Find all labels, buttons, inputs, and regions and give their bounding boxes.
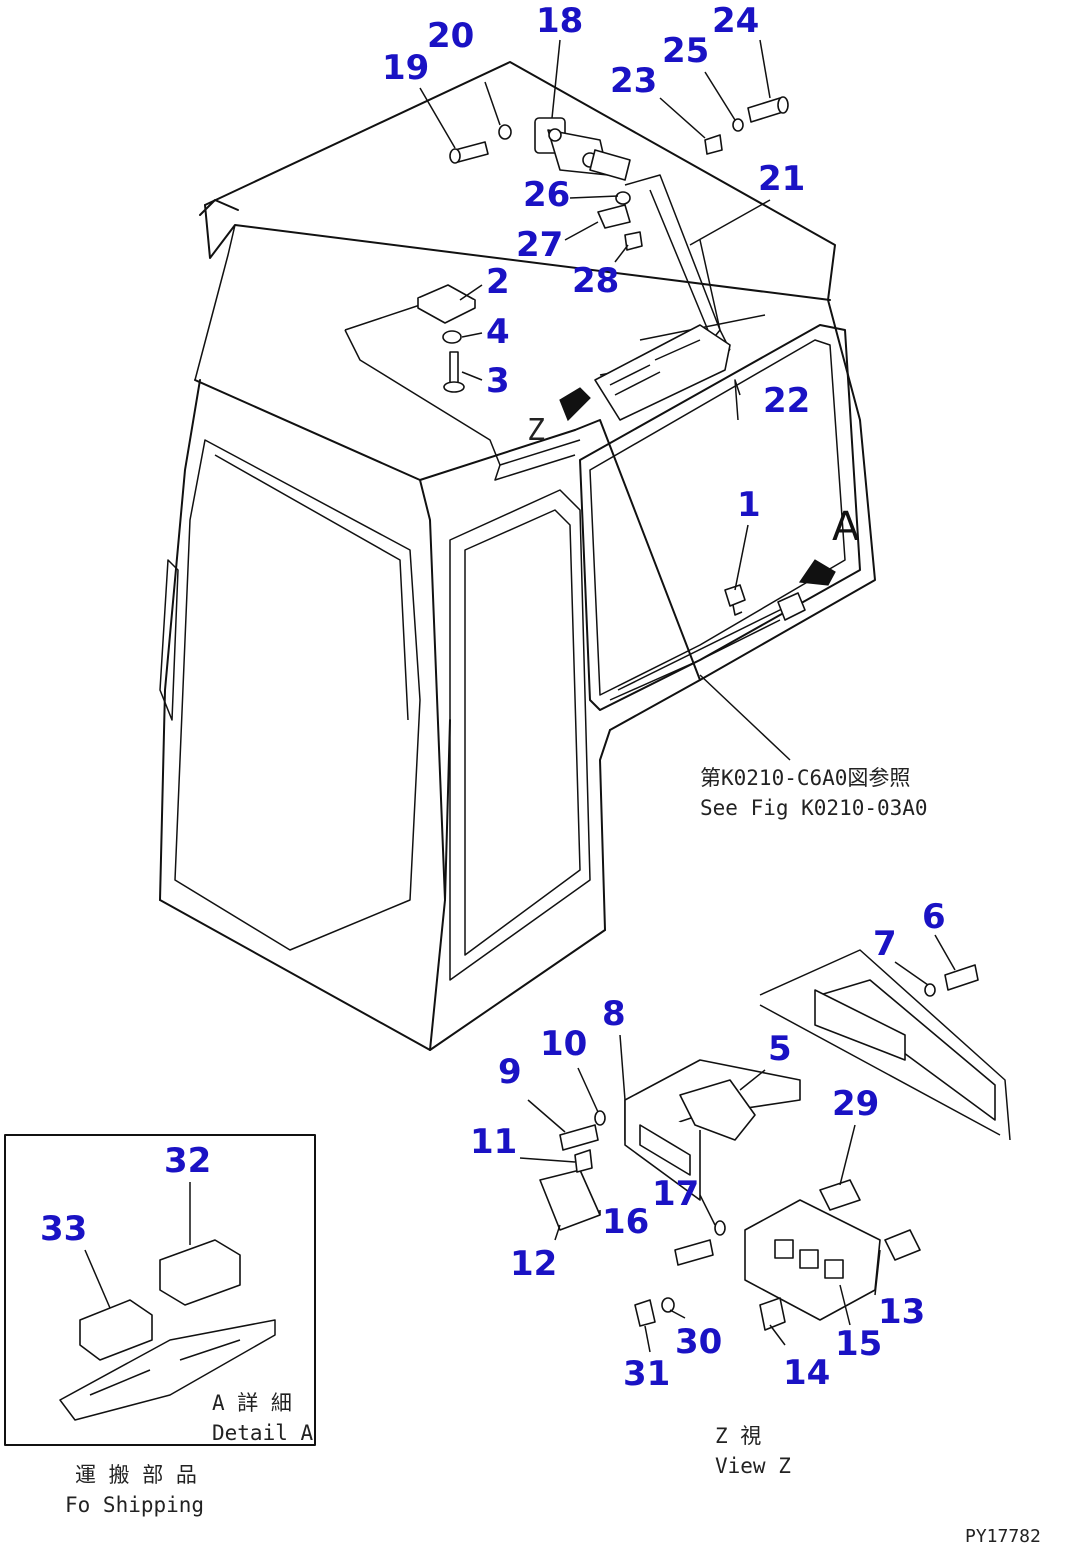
callout-29: 29 bbox=[832, 1084, 879, 1124]
bolt-24 bbox=[747, 96, 789, 123]
callout-23: 23 bbox=[610, 61, 657, 101]
detail-a-box bbox=[4, 1134, 316, 1446]
callout-31: 31 bbox=[623, 1354, 670, 1394]
callout-15: 15 bbox=[835, 1324, 882, 1364]
wiper-motor-assembly bbox=[534, 117, 631, 181]
washer-26 bbox=[615, 191, 631, 205]
detail-a-en: Detail A bbox=[212, 1421, 314, 1445]
leader-ref bbox=[699, 674, 791, 761]
callout-26: 26 bbox=[523, 175, 570, 215]
shipping-en: Fo Shipping bbox=[65, 1493, 204, 1517]
callout-labels: 1 2 3 4 5 6 7 8 9 10 11 12 13 14 15 16 1… bbox=[40, 1, 946, 1394]
clip-1 bbox=[724, 584, 746, 616]
callout-8: 8 bbox=[602, 994, 626, 1034]
view-arrow-z bbox=[559, 387, 591, 422]
callout-30: 30 bbox=[675, 1322, 722, 1362]
shipping-jp: 運 搬 部 品 bbox=[75, 1463, 197, 1487]
callout-11: 11 bbox=[470, 1122, 517, 1162]
view-marker-z: Z bbox=[527, 413, 545, 448]
view-arrow-a bbox=[798, 559, 836, 586]
callout-14: 14 bbox=[783, 1353, 830, 1393]
callout-28: 28 bbox=[572, 261, 619, 301]
callout-32: 32 bbox=[164, 1141, 211, 1181]
view-z-jp: Z 視 bbox=[715, 1424, 761, 1448]
switch-panel-22 bbox=[594, 324, 731, 421]
bracket-27 bbox=[597, 204, 631, 229]
callout-24: 24 bbox=[712, 1, 759, 41]
notes: A Z 第K0210-C6A0図参照 See Fig K0210-03A0 A … bbox=[65, 413, 1041, 1547]
callout-2: 2 bbox=[486, 262, 510, 302]
washer-25 bbox=[732, 118, 744, 132]
callout-19: 19 bbox=[382, 48, 429, 88]
nut-23 bbox=[704, 134, 723, 155]
cap-item bbox=[777, 592, 806, 621]
callout-5: 5 bbox=[768, 1029, 792, 1069]
view-z-detail bbox=[539, 949, 1011, 1331]
view-z-en: View Z bbox=[715, 1454, 791, 1478]
callout-22: 22 bbox=[763, 381, 810, 421]
callout-16: 16 bbox=[602, 1202, 649, 1242]
callout-27: 27 bbox=[516, 225, 563, 265]
callout-1: 1 bbox=[737, 485, 761, 525]
washer-4 bbox=[442, 330, 462, 344]
callout-10: 10 bbox=[540, 1024, 587, 1064]
callout-17: 17 bbox=[652, 1174, 699, 1214]
drawing-id: PY17782 bbox=[965, 1526, 1041, 1547]
reference-jp: 第K0210-C6A0図参照 bbox=[700, 766, 910, 790]
cab-body bbox=[159, 61, 876, 1051]
callout-21: 21 bbox=[758, 159, 805, 199]
callout-25: 25 bbox=[662, 31, 709, 71]
roof-lamp-2 bbox=[417, 284, 476, 324]
screw-3 bbox=[443, 351, 465, 393]
callout-3: 3 bbox=[486, 361, 510, 401]
nut-28 bbox=[624, 231, 643, 251]
callout-12: 12 bbox=[510, 1244, 557, 1284]
callout-6: 6 bbox=[922, 897, 946, 937]
callout-33: 33 bbox=[40, 1209, 87, 1249]
callout-9: 9 bbox=[498, 1052, 522, 1092]
callout-20: 20 bbox=[427, 16, 474, 56]
reference-en: See Fig K0210-03A0 bbox=[700, 796, 928, 820]
bolt-19 bbox=[449, 141, 489, 164]
callout-18: 18 bbox=[536, 1, 583, 41]
leader-lines bbox=[84, 39, 956, 1353]
callout-13: 13 bbox=[878, 1292, 925, 1332]
view-marker-a: A bbox=[832, 504, 860, 550]
detail-a-jp: A 詳 細 bbox=[212, 1391, 292, 1415]
callout-4: 4 bbox=[486, 312, 510, 352]
callout-7: 7 bbox=[873, 924, 897, 964]
washer-20 bbox=[498, 124, 512, 140]
